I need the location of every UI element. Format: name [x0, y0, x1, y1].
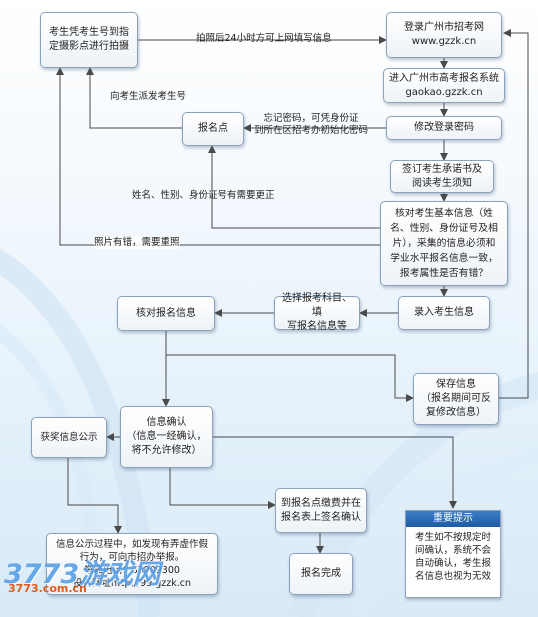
node-site: 报名点	[182, 112, 244, 146]
node-confirm-info-text: 信息确认 （信息一经确认， 将不允许修改）	[126, 417, 207, 456]
node-done: 报名完成	[289, 553, 353, 595]
node-system: 进入广州市高考报名系统 gaokao.gzzk.cn	[383, 68, 505, 103]
node-check-registration: 核对报名信息	[117, 296, 215, 331]
node-login: 登录广州市招考网 www.gzzk.cn	[386, 12, 502, 58]
label-assign-number: 向考生派发考生号	[110, 91, 187, 102]
arrow-site-to-photo	[86, 67, 182, 129]
arrow-verify-to-site	[208, 145, 380, 229]
node-choose-subjects-text: 选择报考科目、填 写报名信息等	[282, 293, 352, 332]
important-notice: 重要提示 考生如不按规定时 间确认，系统不会 自动确认，考生报 名信息也视为无效	[405, 510, 501, 598]
watermark-logo: 3773游戏网 3773.com.cn	[4, 552, 161, 595]
arrow-verify-to-photo	[56, 67, 380, 246]
node-modify-password-text: 修改登录密码	[414, 122, 474, 133]
node-photo-shoot-text: 考生凭考生号到指 定摄影点进行拍摄	[49, 27, 129, 52]
node-verify-info: 核对考生基本信息（姓 名、性别、身份证号及相 片），采集的信息必须和 学业水平报…	[380, 201, 508, 286]
node-login-text: 登录广州市招考网 www.gzzk.cn	[404, 22, 484, 47]
node-sign-pledge-text: 签订考生承诺书及 阅读考生须知	[402, 163, 482, 189]
node-award-public-text: 获奖信息公示	[40, 431, 98, 443]
important-notice-body: 考生如不按规定时 间确认，系统不会 自动确认，考生报 名信息也视为无效	[414, 532, 491, 582]
arrow-award-to-public	[67, 458, 122, 534]
node-sign-pledge: 签订考生承诺书及 阅读考生须知	[390, 160, 494, 193]
node-public-notice-text: 信息公示过程中，如发现有弄虚作假 行为，可向市招办举报。 举报电话：839093…	[55, 539, 208, 589]
node-pay-sign-text: 到报名点缴费并在 报名表上签名确认	[281, 497, 361, 523]
arrow-confirm-to-notice	[213, 436, 457, 509]
node-public-notice: 信息公示过程中，如发现有弄虚作假 行为，可向市招办举报。 举报电话：839093…	[46, 533, 218, 595]
node-modify-password: 修改登录密码	[386, 116, 502, 140]
label-photo-to-online: 拍照后24小时方可上网填写信息	[196, 33, 332, 44]
node-enter-info: 录入考生信息	[398, 296, 490, 330]
label-photo-error: 照片有错，需要重照	[94, 237, 180, 249]
node-save-info-text: 保存信息 （报名期间可反 复修改信息）	[421, 379, 491, 418]
arrow-check-to-save	[165, 331, 414, 402]
node-award-public: 获奖信息公示	[31, 417, 107, 458]
node-photo-shoot: 考生凭考生号到指 定摄影点进行拍摄	[40, 12, 138, 68]
node-verify-info-text: 核对考生基本信息（姓 名、性别、身份证号及相 片），采集的信息必须和 学业水平报…	[390, 208, 498, 279]
node-confirm-info: 信息确认 （信息一经确认， 将不允许修改）	[120, 406, 213, 468]
node-choose-subjects: 选择报考科目、填 写报名信息等	[274, 293, 360, 332]
node-done-text: 报名完成	[301, 568, 341, 579]
arrow-save-to-login	[499, 29, 529, 399]
node-enter-info-text: 录入考生信息	[414, 307, 474, 318]
node-pay-sign: 到报名点缴费并在 报名表上签名确认	[275, 488, 367, 533]
node-check-registration-text: 核对报名信息	[136, 307, 196, 319]
arrow-confirm-to-pay	[169, 468, 276, 509]
node-system-text: 进入广州市高考报名系统 gaokao.gzzk.cn	[389, 72, 499, 98]
important-notice-title: 重要提示	[406, 511, 500, 527]
node-save-info: 保存信息 （报名期间可反 复修改信息）	[413, 373, 499, 425]
node-site-text: 报名点	[198, 123, 228, 134]
watermark-main: 3773游戏网	[4, 559, 161, 590]
label-fix-info: 姓名、性别、身份证号有需要更正	[132, 190, 275, 201]
watermark-sub: 3773.com.cn	[8, 582, 87, 595]
label-forgot-password: 忘记密码，可凭身份证 到所在区招考办初始化密码	[254, 113, 369, 136]
